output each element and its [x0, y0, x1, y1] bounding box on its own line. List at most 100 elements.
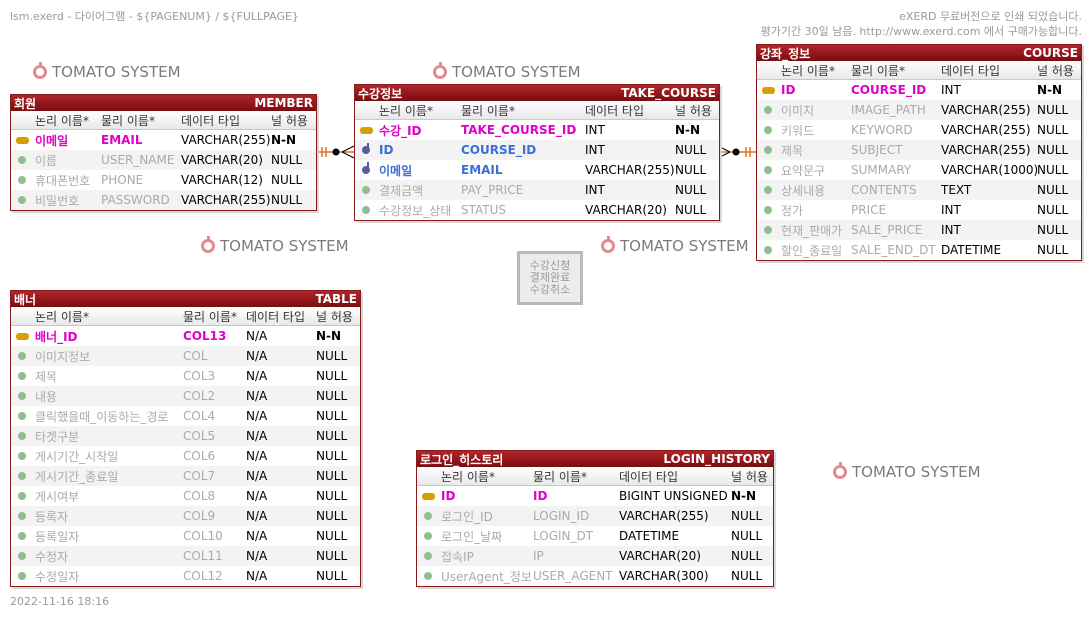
key-icon — [15, 332, 29, 340]
attribute-logical-name: 키워드 — [781, 123, 815, 138]
attribute-physical-name: EMAIL — [101, 133, 143, 147]
attribute-data-type: VARCHAR(300) — [619, 569, 709, 583]
attribute-nullable: NULL — [1037, 143, 1069, 157]
attribute-icon — [761, 166, 775, 174]
entity-physical-name: TABLE — [315, 292, 357, 306]
attribute-icon — [761, 206, 775, 214]
attribute-logical-cell: 이메일 — [355, 162, 461, 179]
attribute-icon — [359, 206, 373, 214]
attribute-physical-name: COL9 — [183, 509, 216, 523]
attribute-physical-name: PHONE — [101, 173, 144, 187]
attribute-logical-cell: 타겟구분 — [11, 428, 183, 445]
attribute-logical-cell: 내용 — [11, 388, 183, 405]
attribute-data-type: VARCHAR(20) — [181, 153, 263, 167]
attribute-data-type: VARCHAR(255) — [181, 193, 271, 207]
attribute-icon — [421, 572, 435, 580]
attribute-physical-name: COL8 — [183, 489, 216, 503]
status-memo[interactable]: 수강신청 결제완료 수강취소 — [517, 251, 583, 305]
attribute-icon — [761, 106, 775, 114]
column-header-type: 데이터 타입 — [181, 113, 241, 128]
attribute-logical-cell: ID — [417, 489, 533, 503]
foreign-key-icon — [359, 162, 373, 174]
attribute-physical-name: COL — [183, 349, 208, 363]
attribute-logical-cell: 로그인_ID — [417, 508, 533, 525]
attribute-physical-name: PASSWORD — [101, 193, 170, 207]
attribute-data-type: VARCHAR(255) — [619, 509, 709, 523]
attribute-physical-name: COL5 — [183, 429, 216, 443]
attribute-data-type: INT — [941, 203, 961, 217]
key-icon — [15, 136, 29, 144]
attribute-icon — [761, 186, 775, 194]
column-header-logical: 논리 이름* — [35, 113, 89, 128]
attribute-logical-cell: 등록자 — [11, 508, 183, 525]
column-header-type: 데이터 타입 — [619, 469, 679, 484]
attribute-logical-name: 할인_종료일 — [781, 243, 843, 258]
license-notice: eXERD 무료버전으로 인쇄 되었습니다. 평가기간 30일 남음. http… — [761, 9, 1082, 39]
column-header-logical: 논리 이름* — [35, 309, 89, 324]
column-header-logical: 논리 이름* — [781, 63, 835, 78]
attribute-icon — [761, 126, 775, 134]
attribute-logical-name: 비밀번호 — [35, 193, 80, 208]
attribute-icon — [761, 226, 775, 234]
key-icon — [421, 492, 435, 500]
attribute-logical-cell: 수강정보_상태 — [355, 202, 461, 219]
attribute-nullable: NULL — [731, 569, 763, 583]
attribute-physical-name: IMAGE_PATH — [851, 103, 926, 117]
attribute-logical-name: ID — [441, 489, 456, 503]
attribute-physical-name: COL3 — [183, 369, 216, 383]
attribute-data-type: N/A — [246, 429, 268, 443]
foreign-key-icon — [359, 143, 373, 154]
attribute-physical-name: STATUS — [461, 203, 507, 217]
attribute-nullable: NULL — [316, 529, 348, 543]
attribute-physical-name: COL10 — [183, 529, 223, 543]
column-header-physical: 물리 이름* — [183, 309, 237, 324]
